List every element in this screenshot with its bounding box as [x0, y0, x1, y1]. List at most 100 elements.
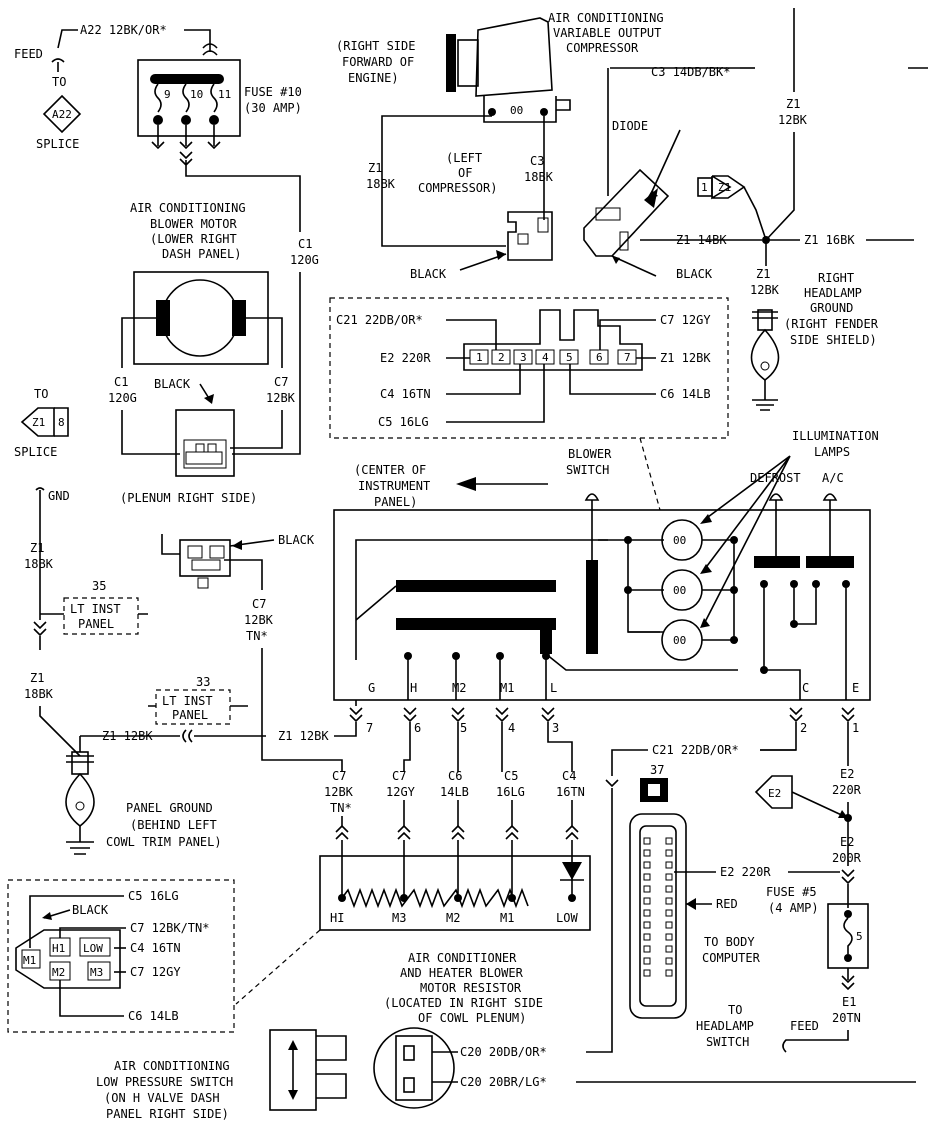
- svg-text:00: 00: [673, 534, 686, 547]
- rb-e2c: E2: [840, 835, 854, 849]
- defrost-switch-icon: [754, 493, 800, 670]
- res-title-1: AIR CONDITIONER: [408, 951, 517, 965]
- panel-ground-eyelet-icon: [65, 751, 95, 855]
- svg-text:M3: M3: [90, 966, 103, 979]
- illumination-lamp-1-icon: 00: [661, 519, 703, 561]
- rb-e1: E1: [842, 995, 856, 1009]
- compressor-section: AIR CONDITIONING VARIABLE OUTPUT COMPRES…: [336, 11, 664, 281]
- rw-c7-c: TN*: [330, 801, 352, 815]
- pin-num-2: 2: [800, 721, 807, 735]
- sc-c6: C6 14LB: [660, 387, 711, 401]
- compressor-icon: 00: [446, 17, 571, 123]
- lp-title-2: LOW PRESSURE SWITCH: [96, 1075, 233, 1089]
- res-title-4: (LOCATED IN RIGHT SIDE: [384, 996, 543, 1010]
- lp-title-4: PANEL RIGHT SIDE): [106, 1107, 229, 1121]
- svg-text:7: 7: [624, 351, 631, 364]
- rw-c5-a: C5: [504, 769, 518, 783]
- bm-title-2: BLOWER MOTOR: [150, 217, 237, 231]
- svg-text:8: 8: [58, 416, 65, 429]
- bm-black: BLACK: [154, 377, 191, 391]
- cp-blower-2: SWITCH: [566, 463, 609, 477]
- cp-ac: A/C: [822, 471, 844, 485]
- black-connector-icon: [179, 539, 231, 589]
- bc-c7-tn: TN*: [246, 629, 268, 643]
- resistor-connector-icon: M1 H1 LOW M2 M3: [15, 929, 121, 989]
- compressor-z1-bk: 18BK: [366, 177, 396, 191]
- diode-section: C3 14DB/BK* DIODE Z1 14BK BLACK: [583, 65, 762, 281]
- rg-bk: 12BK: [778, 113, 808, 127]
- z1-14bk-label: Z1 14BK: [676, 233, 727, 247]
- control-pins: G H M2 M1 L C E: [368, 652, 859, 700]
- rw-c7-a: C7: [332, 769, 346, 783]
- pin-num-1: 1: [852, 721, 859, 735]
- svg-text:4: 4: [542, 351, 549, 364]
- bm-c1: C1: [114, 375, 128, 389]
- svg-text:3: 3: [520, 351, 527, 364]
- compressor-title-3: COMPRESSOR: [566, 41, 639, 55]
- inset-black: BLACK: [72, 903, 109, 917]
- rw-c5-b: 16LG: [496, 785, 525, 799]
- bc-c7-bk: 12BK: [244, 613, 274, 627]
- compressor-left-2: OF: [458, 166, 472, 180]
- inset-c4: C4 16TN: [130, 941, 181, 955]
- left-splice-section: TO Z1 8 SPLICE GND Z1 18BK Z1 18BK 35 LT…: [14, 387, 248, 757]
- compressor-z1: Z1: [368, 161, 382, 175]
- pg-title-3: COWL TRIM PANEL): [106, 835, 222, 849]
- sc-z1: Z1 12BK: [660, 351, 711, 365]
- svg-text:1: 1: [476, 351, 483, 364]
- cp-z1-wire: Z1 12BK: [278, 729, 329, 743]
- illumination-lamp-3-icon: 00: [661, 619, 703, 661]
- cp-center-2: INSTRUMENT: [358, 479, 430, 493]
- lt33-num: 33: [196, 675, 210, 689]
- bm-c7: C7: [274, 375, 288, 389]
- right-ground-section: Z1 12BK 1 Z1 Z1 16BK Z1 12BK RIGHT HEADL…: [697, 8, 928, 411]
- fuse-10-block: 9 10 11 FUSE #10 (30 AMP): [137, 59, 302, 232]
- low-pressure-switch-icon: [269, 1029, 347, 1111]
- switch-connector-icon: 1 2 3 4 5 6 7: [463, 309, 643, 371]
- feed-to: TO: [52, 75, 66, 89]
- rb-e1b: 20TN: [832, 1011, 861, 1025]
- pin-num-6: 6: [414, 721, 421, 735]
- low-pressure-connector-icon: [373, 1027, 455, 1109]
- inset-c7b: C7 12GY: [130, 965, 181, 979]
- bm-c1b: 120G: [108, 391, 137, 405]
- fuse-10-amp: (30 AMP): [244, 101, 302, 115]
- svg-text:A22: A22: [52, 108, 72, 121]
- right-bottom-section: E2 220R E2 E2 200R FUSE #5 (4 AMP) 5 E1 …: [696, 760, 869, 1053]
- rw-c4-b: 16TN: [556, 785, 585, 799]
- cp-illum-1: ILLUMINATION: [792, 429, 879, 443]
- bm-c1-top-b: 120G: [290, 253, 319, 267]
- bc-title-2: COMPUTER: [702, 951, 761, 965]
- fuse-10-label: FUSE #10: [244, 85, 302, 99]
- svg-text:00: 00: [510, 104, 523, 117]
- rb-e2b: 220R: [832, 783, 862, 797]
- lp-title-3: (ON H VALVE DASH: [104, 1091, 220, 1105]
- compressor-c3: C3: [530, 154, 544, 168]
- connector-37-icon: [640, 778, 668, 802]
- ac-switch-icon: [794, 493, 854, 700]
- splice-e2-icon: E2: [754, 775, 793, 809]
- svg-text:M1: M1: [23, 954, 36, 967]
- rb-feed: FEED: [790, 1019, 819, 1033]
- switch-connector-section: 1 2 3 4 5 6 7 C21 22DB/OR* C7 12GY E2 22…: [329, 297, 729, 511]
- rb-fuse-1: FUSE #5: [766, 885, 817, 899]
- svg-text:1: 1: [701, 181, 708, 194]
- rg-title-4: (RIGHT FENDER: [784, 317, 879, 331]
- svg-text:5: 5: [566, 351, 573, 364]
- ls-z1-bk: 18BK: [24, 557, 54, 571]
- bc-37: 37: [650, 763, 664, 777]
- blower-switch-icon: [584, 493, 600, 654]
- tap-hi: HI: [330, 911, 344, 925]
- compressor-title-2: VARIABLE OUTPUT: [553, 26, 661, 40]
- bc-e2: E2 220R: [720, 865, 771, 879]
- compressor-loc-2: FORWARD OF: [342, 55, 414, 69]
- svg-text:2: 2: [498, 351, 505, 364]
- pg-title-1: PANEL GROUND: [126, 801, 213, 815]
- svg-text:M2: M2: [52, 966, 65, 979]
- rw-c7gy-a: C7: [392, 769, 406, 783]
- inset-c7a: C7 12BK/TN*: [130, 921, 209, 935]
- pin-l: L: [550, 681, 557, 695]
- inset-connector-section: C5 16LG BLACK C7 12BK/TN* C4 16TN C7 12G…: [7, 879, 235, 1033]
- tap-m1: M1: [500, 911, 514, 925]
- lt35-num: 35: [92, 579, 106, 593]
